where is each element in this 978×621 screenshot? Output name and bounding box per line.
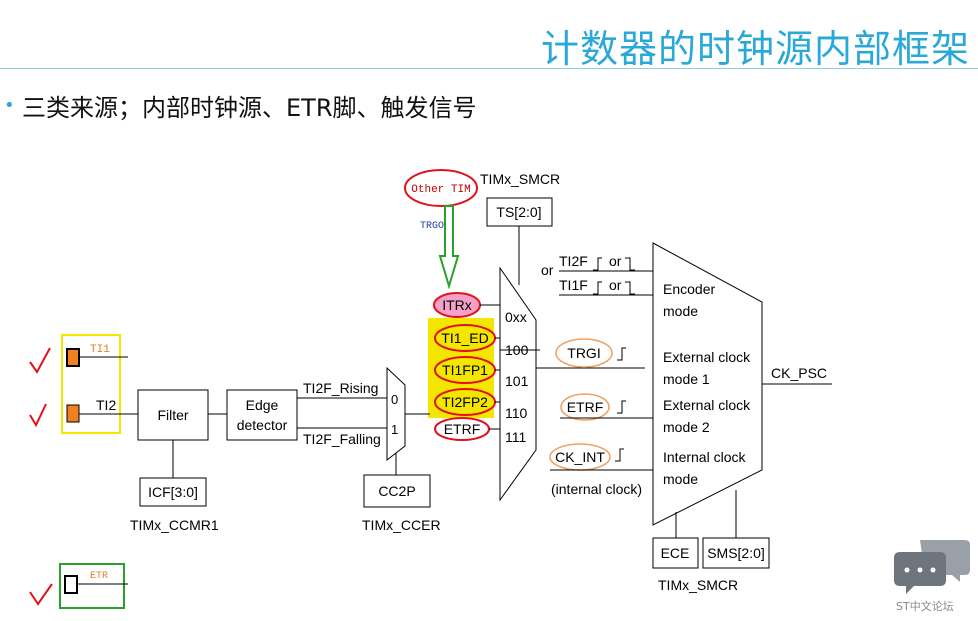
filter-label: Filter xyxy=(157,407,188,423)
page-title: 计数器的时钟源内部框架 xyxy=(540,27,970,71)
other-tim-ellipse xyxy=(404,169,478,207)
smcr-bottom-label: TIMx_SMCR xyxy=(658,577,738,593)
ts-label: TS[2:0] xyxy=(496,204,541,220)
check-ti1 xyxy=(29,347,51,374)
ccer-label: TIMx_CCER xyxy=(362,517,441,533)
int-2: mode xyxy=(663,471,698,487)
edge-label-1: Edge xyxy=(246,397,279,413)
sel-111: 111 xyxy=(505,429,526,445)
etrf-mid-label: ETRF xyxy=(567,399,604,415)
ti1-pin xyxy=(66,348,80,367)
or2-label: or xyxy=(609,253,622,269)
ti2f-falling-label: TI2F_Falling xyxy=(303,431,381,447)
ccmr1-label: TIMx_CCMR1 xyxy=(130,517,219,533)
smcr-top-label: TIMx_SMCR xyxy=(480,171,560,187)
trgo-label: TRGO xyxy=(420,221,444,232)
ti2-pin xyxy=(66,404,80,423)
ti2-label: TI2 xyxy=(96,397,116,413)
title-divider xyxy=(0,68,978,69)
sms-label: SMS[2:0] xyxy=(707,545,765,561)
etr-label: ETR xyxy=(90,571,108,582)
ti-pins-highlight xyxy=(61,334,121,434)
ti1f-label: TI1F xyxy=(559,277,588,293)
ti2f-label: TI2F xyxy=(559,253,588,269)
forum-logo-text: ST中文论坛 xyxy=(896,600,954,613)
polarity-mux xyxy=(386,366,406,462)
mode-mux xyxy=(652,242,763,526)
inputs-highlight xyxy=(428,318,494,418)
encoder-mode-2: mode xyxy=(663,303,698,319)
ck-psc-label: CK_PSC xyxy=(771,365,827,381)
ti1-ed-label: TI1_ED xyxy=(441,330,488,346)
trgi-ellipse xyxy=(555,338,613,368)
etrf-input-label: ETRF xyxy=(444,421,481,437)
ext2-1: External clock xyxy=(663,397,751,413)
or3-label: or xyxy=(609,277,622,293)
other-tim-label: Other TIM xyxy=(411,184,470,196)
sel-0xx: 0xx xyxy=(505,309,527,325)
check-ti2 xyxy=(29,403,47,428)
edge-detector-box xyxy=(226,389,298,441)
ext1-2: mode 1 xyxy=(663,371,710,387)
sms-box xyxy=(702,537,770,569)
icf-label: ICF[3:0] xyxy=(148,484,198,500)
encoder-mode-1: Encoder xyxy=(663,281,715,297)
etr-pin xyxy=(64,575,78,594)
ts-box xyxy=(486,197,553,227)
ece-label: ECE xyxy=(661,545,690,561)
etrf-mid-ellipse xyxy=(560,393,610,421)
ti1fp1-label: TI1FP1 xyxy=(442,362,488,378)
trigger-mux xyxy=(499,266,537,502)
icf-box xyxy=(139,477,207,507)
mux2-1: 1 xyxy=(391,422,398,437)
trgi-label: TRGI xyxy=(567,345,600,361)
cc2p-box xyxy=(363,474,431,508)
ti1-label: TI1 xyxy=(90,344,110,356)
etr-pin-highlight xyxy=(59,563,125,609)
ck-int-label: CK_INT xyxy=(555,449,605,465)
internal-clock-label: (internal clock) xyxy=(551,481,642,497)
ext2-2: mode 2 xyxy=(663,419,710,435)
trgo-arrow xyxy=(438,205,460,290)
cc2p-label: CC2P xyxy=(378,483,415,499)
bullet-text: 三类来源；内部时钟源、ETR脚、触发信号 xyxy=(22,94,477,122)
int-1: Internal clock xyxy=(663,449,746,465)
check-etr xyxy=(29,583,53,606)
sel-110: 110 xyxy=(505,405,528,421)
itrx-label: ITRx xyxy=(442,297,472,313)
ti2f-rising-label: TI2F_Rising xyxy=(303,380,378,396)
mux2-0: 0 xyxy=(391,392,398,407)
bullet-marker: • xyxy=(4,95,15,116)
or-label: or xyxy=(541,262,554,278)
ti2fp2-label: TI2FP2 xyxy=(442,394,488,410)
forum-logo-icon xyxy=(894,540,970,594)
sel-101: 101 xyxy=(505,373,529,389)
ext1-1: External clock xyxy=(663,349,751,365)
edge-label-2: detector xyxy=(237,417,288,433)
ece-box xyxy=(652,537,699,569)
